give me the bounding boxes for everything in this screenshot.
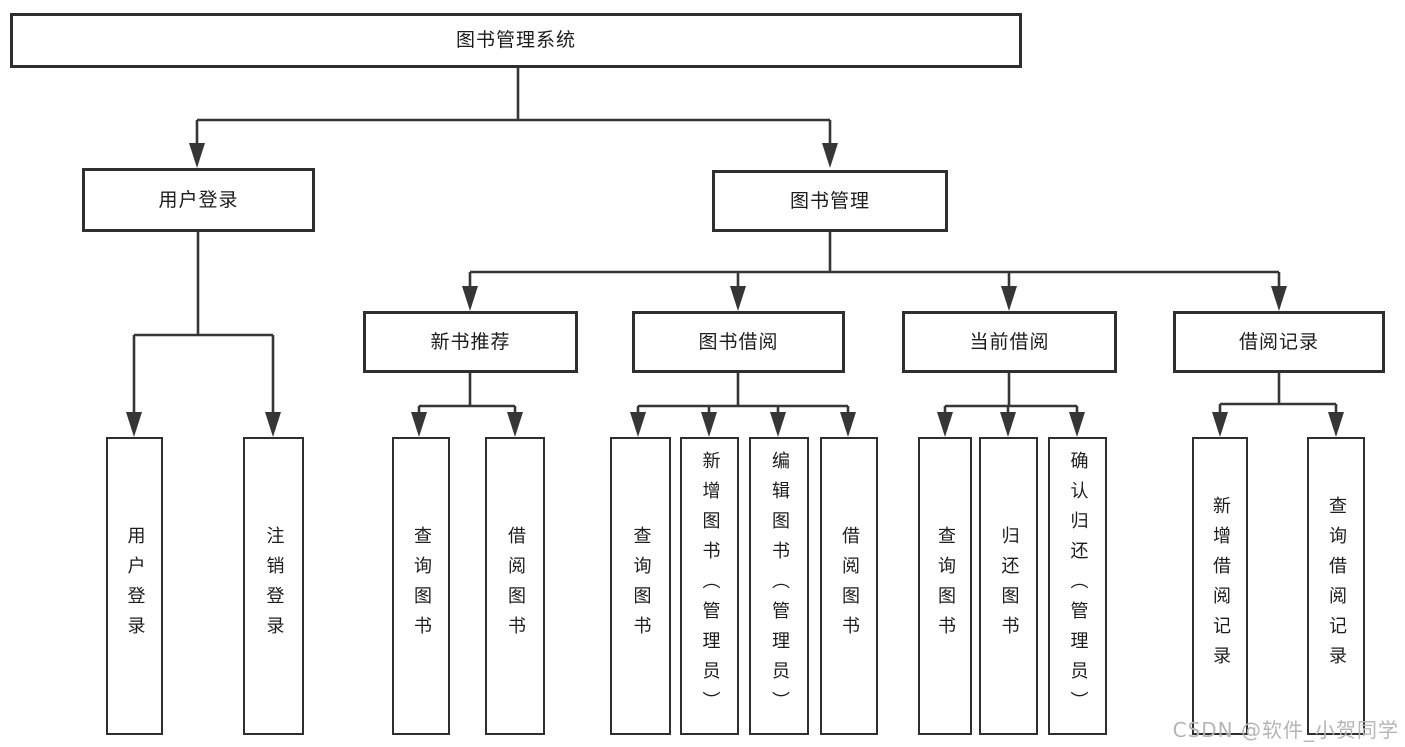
node-leaf-confirm-return-admin: 确认归还（管理员）	[1048, 437, 1107, 735]
node-branch-current-borrow: 当前借阅	[902, 311, 1117, 373]
node-label: 查询图书	[411, 526, 432, 646]
node-leaf-query-borrow-record: 查询借阅记录	[1307, 437, 1365, 735]
node-label: 编辑图书（管理员）	[769, 451, 790, 721]
node-leaf-add-books-admin: 新增图书（管理员）	[680, 437, 739, 735]
node-label: 当前借阅	[969, 330, 1050, 353]
node-leaf-query-books-3: 查询图书	[918, 437, 972, 735]
node-branch-book-borrow: 图书借阅	[632, 311, 845, 373]
node-label: 新增借阅记录	[1210, 496, 1231, 676]
node-branch-book-management: 图书管理	[712, 170, 948, 232]
node-label: 图书管理系统	[455, 29, 576, 52]
node-root-system: 图书管理系统	[10, 13, 1022, 68]
node-label: 借阅图书	[839, 526, 860, 646]
node-label: 图书借阅	[698, 330, 779, 353]
node-label: 归还图书	[998, 526, 1020, 646]
node-leaf-logout: 注销登录	[243, 437, 304, 735]
node-leaf-query-books-1: 查询图书	[392, 437, 450, 735]
node-label: 查询图书	[935, 526, 956, 646]
node-branch-new-book-recommend: 新书推荐	[363, 311, 578, 373]
node-leaf-add-borrow-record: 新增借阅记录	[1192, 437, 1248, 735]
node-label: 用户登录	[124, 526, 146, 646]
node-branch-user-login: 用户登录	[82, 168, 315, 232]
node-leaf-borrow-books-2: 借阅图书	[820, 437, 878, 735]
node-leaf-user-login: 用户登录	[106, 437, 163, 735]
node-branch-borrow-records: 借阅记录	[1173, 311, 1385, 373]
node-label: 查询借阅记录	[1326, 496, 1347, 676]
node-label: 新增图书（管理员）	[699, 451, 721, 721]
node-label: 新书推荐	[430, 330, 511, 353]
node-leaf-edit-books-admin: 编辑图书（管理员）	[749, 437, 809, 735]
node-label: 借阅记录	[1238, 330, 1319, 353]
node-label: 注销登录	[263, 526, 285, 646]
node-label: 图书管理	[789, 189, 870, 212]
node-leaf-query-books-2: 查询图书	[610, 437, 671, 735]
node-label: 确认归还（管理员）	[1067, 451, 1089, 721]
node-leaf-borrow-books-1: 借阅图书	[485, 437, 545, 735]
node-label: 查询图书	[630, 526, 652, 646]
node-leaf-return-books: 归还图书	[979, 437, 1038, 735]
node-label: 借阅图书	[505, 526, 526, 646]
node-label: 用户登录	[158, 188, 239, 211]
watermark-text: CSDN @软件_小贺同学	[1172, 718, 1399, 742]
